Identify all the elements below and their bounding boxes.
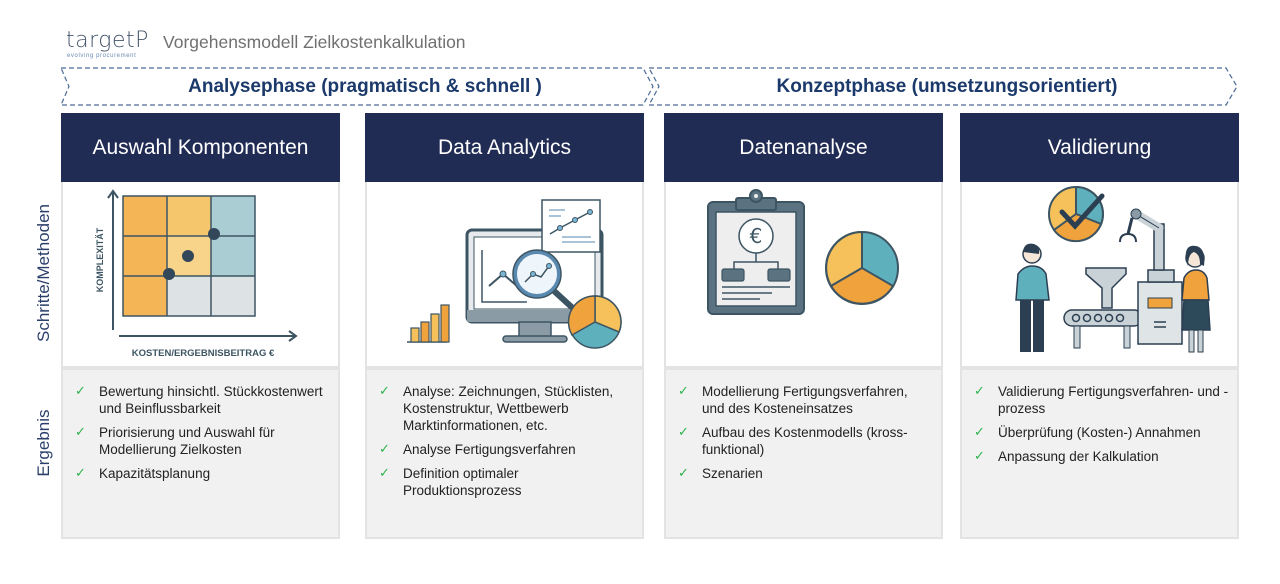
result-item: ✓Szenarien [678,466,763,481]
phase-analyse: Analysephase (pragmatisch & schnell ) [60,67,656,106]
column-illustration [365,182,644,368]
factory-validation-icon [1015,185,1211,353]
result-item: ✓Modellierung Fertigungsverfahren, und d… [678,384,908,416]
column-results: ✓Validierung Fertigungsverfahren- und -p… [960,368,1239,539]
svg-text:€: € [750,224,763,248]
result-item: ✓Anpassung der Kalkulation [974,449,1159,464]
phase-konzept-label: Konzeptphase (umsetzungsorientiert) [776,76,1118,97]
result-item: ✓Analyse Fertigungsverfahren [379,442,576,457]
check-icon: ✓ [379,442,390,457]
check-icon: ✓ [75,384,86,399]
column-results: ✓Bewertung hinsichtl. Stückkostenwert un… [61,368,340,539]
check-icon: ✓ [379,384,390,399]
y-axis-label: KOMPLEXITÄT [95,227,105,292]
phase-konzept: Konzeptphase (umsetzungsorientiert) [648,67,1240,106]
page-title: Vorgehensmodell Zielkostenkalkulation [163,32,466,52]
phase-analyse-label: Analysephase (pragmatisch & schnell ) [188,76,542,97]
row-label-results: Ergebnis [34,409,53,477]
column-header: Data Analytics [365,113,644,182]
column-illustration [960,182,1239,368]
check-icon: ✓ [974,384,985,399]
result-item: ✓Bewertung hinsichtl. Stückkostenwert un… [75,384,323,416]
column-header: Validierung [960,113,1239,182]
check-icon: ✓ [974,425,985,440]
clipboard-euro-icon: € [707,189,899,315]
complexity-matrix-icon: KOMPLEXITÄT KOSTEN/ERGEBNISBEITRAG € [95,189,298,359]
result-item: ✓Validierung Fertigungsverfahren- und -p… [974,384,1229,416]
chevron-arrow-icon [60,67,654,106]
result-item: ✓Kapazitätsplanung [75,466,211,481]
column-illustration: € [664,182,943,368]
check-icon: ✓ [75,425,86,440]
column-header: Datenanalyse [664,113,943,182]
result-item: ✓Analyse: Zeichnungen, Stücklisten, Kost… [379,384,614,433]
check-icon: ✓ [974,449,985,464]
check-icon: ✓ [678,466,689,481]
check-icon: ✓ [75,466,86,481]
check-icon: ✓ [678,384,689,399]
check-icon: ✓ [379,466,390,481]
column-results: ✓Modellierung Fertigungsverfahren, und d… [664,368,943,539]
chevron-arrow-icon [648,67,1238,106]
result-item: ✓Überprüfung (Kosten-) Annahmen [974,425,1201,440]
column-header: Auswahl Komponenten [61,113,340,182]
x-axis-label: KOSTEN/ERGEBNISBEITRAG € [132,348,275,359]
column-illustration: KOMPLEXITÄT KOSTEN/ERGEBNISBEITRAG € [61,182,340,368]
column-results: ✓Analyse: Zeichnungen, Stücklisten, Kost… [365,368,644,539]
result-item: ✓Aufbau des Kostenmodells (kross-funktio… [678,425,908,457]
row-label-methods: Schritte/Methoden [34,204,53,342]
brand-logo-text: targetP [66,28,149,53]
monitor-analytics-icon [407,199,622,349]
result-item: ✓Priorisierung und Auswahl für Modellier… [75,425,275,457]
check-icon: ✓ [678,425,689,440]
result-item: ✓Definition optimaler Produktionsprozess [379,466,522,498]
brand-tagline: evolving procurement [67,53,137,59]
